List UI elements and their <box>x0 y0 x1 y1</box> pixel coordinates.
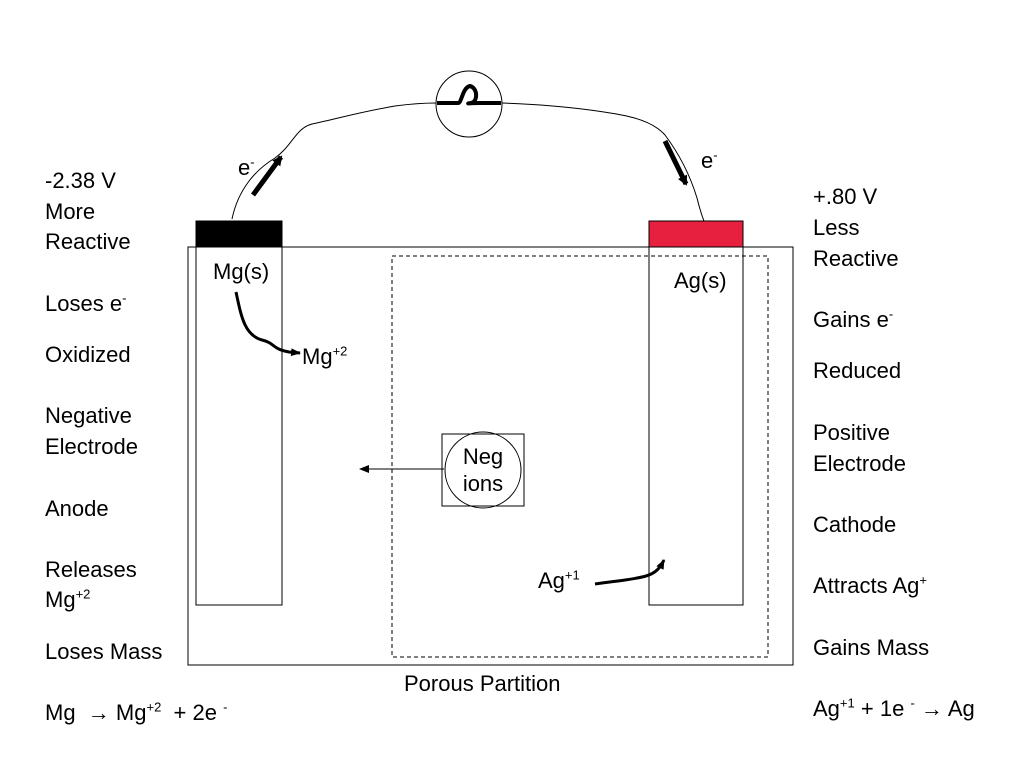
wire-right <box>501 102 705 222</box>
right-reactivity-line1: Less <box>813 215 860 240</box>
left-mass: Loses Mass <box>45 639 163 664</box>
electron-flow-arrow-right <box>662 139 689 186</box>
left-role: Anode <box>45 496 109 521</box>
left-electrons: Loses e- <box>45 290 127 316</box>
neg-ions-label-line2: ions <box>462 471 504 496</box>
electron-flow-arrow-left <box>250 155 284 197</box>
mg-electrode-label: Mg(s) <box>213 259 270 284</box>
right-electrons: Gains e- <box>813 306 894 332</box>
left-electrode-line2: Electrode <box>45 434 138 459</box>
left-reactivity-line1: More <box>45 199 96 224</box>
right-process: Reduced <box>813 358 902 383</box>
right-voltage: +.80 V <box>813 184 878 209</box>
neg-ions-label: Neg ions <box>444 443 522 497</box>
mg-ion-label: Mg+2 <box>302 343 348 369</box>
right-role: Cathode <box>813 512 897 537</box>
right-electrode-line2: Electrode <box>813 451 906 476</box>
left-ions-line1: Releases <box>45 557 137 582</box>
left-equation: Mg → Mg+2 + 2e - <box>45 699 228 725</box>
left-ions-line2: Mg+2 <box>45 586 91 612</box>
ag-terminal <box>648 220 744 248</box>
neg-ions-box <box>441 433 525 507</box>
right-mass: Gains Mass <box>813 635 930 660</box>
mg-terminal <box>195 220 283 248</box>
porous-partition-label: Porous Partition <box>404 671 561 696</box>
ag-electrode-label: Ag(s) <box>674 268 727 293</box>
right-electrode-line1: Positive <box>813 420 891 445</box>
ag-ion-flow-arrow <box>594 559 666 586</box>
neg-ions-circle <box>444 431 522 509</box>
ag-electrode <box>648 246 744 606</box>
mg-ion-flow-arrow <box>234 291 301 357</box>
beaker <box>187 246 794 666</box>
electron-label-left: e- <box>238 154 255 180</box>
porous-partition <box>391 255 769 658</box>
right-equation: Ag+1 + 1e - → Ag <box>813 695 975 721</box>
left-reactivity-line2: Reactive <box>45 229 131 254</box>
wire-left <box>231 102 437 220</box>
right-reactivity-line2: Reactive <box>813 246 899 271</box>
electron-label-right: e- <box>701 147 718 173</box>
left-process: Oxidized <box>45 342 131 367</box>
ag-ion-label: Ag+1 <box>538 567 580 593</box>
left-voltage: -2.38 V <box>45 168 116 193</box>
right-ions: Attracts Ag+ <box>813 572 927 598</box>
bulb-icon <box>435 70 503 138</box>
left-electrode-line1: Negative <box>45 403 132 428</box>
neg-ions-label-line1: Neg <box>462 444 504 469</box>
